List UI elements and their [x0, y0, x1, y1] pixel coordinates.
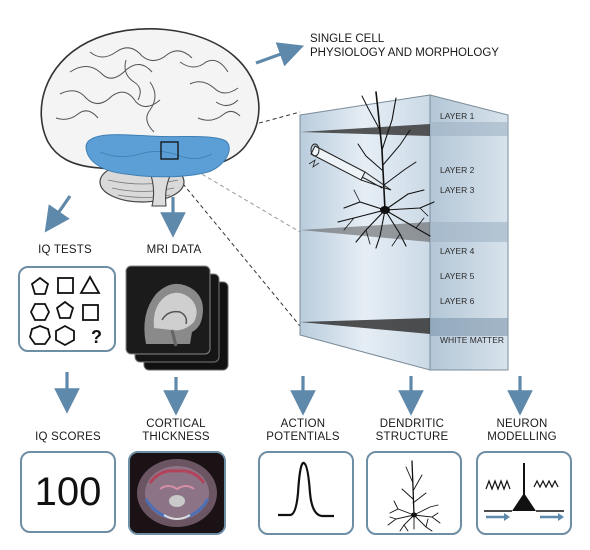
dendrite-icon [387, 460, 441, 532]
iq-question-mark: ? [91, 327, 102, 347]
hexagon-shape [29, 303, 51, 321]
action-potentials-box [258, 451, 354, 535]
single-cell-line2: PHYSIOLOGY AND MORPHOLOGY [310, 47, 499, 59]
pentagon-shape [30, 276, 50, 295]
neuron-modelling-label: NEURON MODELLING [474, 418, 570, 444]
single-cell-label: SINGLE CELL PHYSIOLOGY AND MORPHOLOGY [310, 32, 499, 60]
iq-tests-label: IQ TESTS [38, 244, 92, 256]
iq-score-value: 100 [34, 469, 102, 514]
cortical-thickness-box [128, 451, 226, 535]
single-cell-line1: SINGLE CELL [310, 33, 385, 45]
white-matter-label: WHITE MATTER [440, 335, 505, 345]
dendritic-structure-line2: STRUCTURE [375, 431, 449, 443]
hexagon-shape-2 [55, 324, 75, 347]
dendritic-structure-line1: DENDRITIC [379, 418, 445, 430]
triangle-shape [79, 275, 101, 294]
action-potentials-line2: POTENTIALS [266, 431, 340, 443]
layer-2-label: LAYER 2 [440, 165, 475, 175]
iq-test-shapes: ? [29, 275, 102, 347]
arrow-to-iq-tests [44, 195, 72, 233]
action-potential-icon [278, 461, 334, 518]
dendritic-structure-box [366, 451, 462, 535]
iq-scores-box: 100 [20, 451, 116, 533]
layer-3-label: LAYER 3 [440, 185, 475, 195]
neuron-modelling-line1: NEURON [496, 418, 548, 430]
neuron-model-icon [484, 463, 564, 521]
cortical-thickness-label: CORTICAL THICKNESS [126, 418, 226, 444]
electrode-icon [308, 143, 392, 191]
zoom-line-low [164, 161, 301, 327]
layer-4-label: LAYER 4 [440, 246, 475, 256]
brain-icon [40, 28, 260, 207]
mri-data-label: MRI DATA [146, 244, 202, 256]
coronal-slice-icon [130, 453, 224, 533]
neuron-modelling-line2: MODELLING [487, 431, 557, 443]
cortical-thickness-line1: CORTICAL [146, 418, 206, 430]
heptagon-shape [29, 325, 51, 345]
layer-6-label: LAYER 6 [440, 296, 475, 306]
arrow-to-single-cell [255, 42, 305, 67]
iq-scores-line1: IQ SCORES [35, 431, 101, 443]
cortical-thickness-line2: THICKNESS [142, 431, 210, 443]
action-potentials-line1: ACTION [280, 418, 326, 430]
pentagon-shape-2 [55, 300, 75, 319]
square-shape [57, 277, 74, 294]
iq-scores-label: IQ SCORES [22, 431, 114, 444]
neuron-modelling-box [476, 451, 572, 535]
action-potentials-label: ACTION POTENTIALS [254, 418, 352, 444]
iq-tests-box: ? [18, 266, 116, 352]
square-shape-2 [82, 304, 99, 321]
mri-stack-icon [125, 265, 229, 371]
layer-1-label: LAYER 1 [440, 111, 475, 121]
dendritic-structure-label: DENDRITIC STRUCTURE [362, 418, 462, 444]
layer-5-label: LAYER 5 [440, 271, 475, 281]
neuron-icon [337, 91, 435, 249]
